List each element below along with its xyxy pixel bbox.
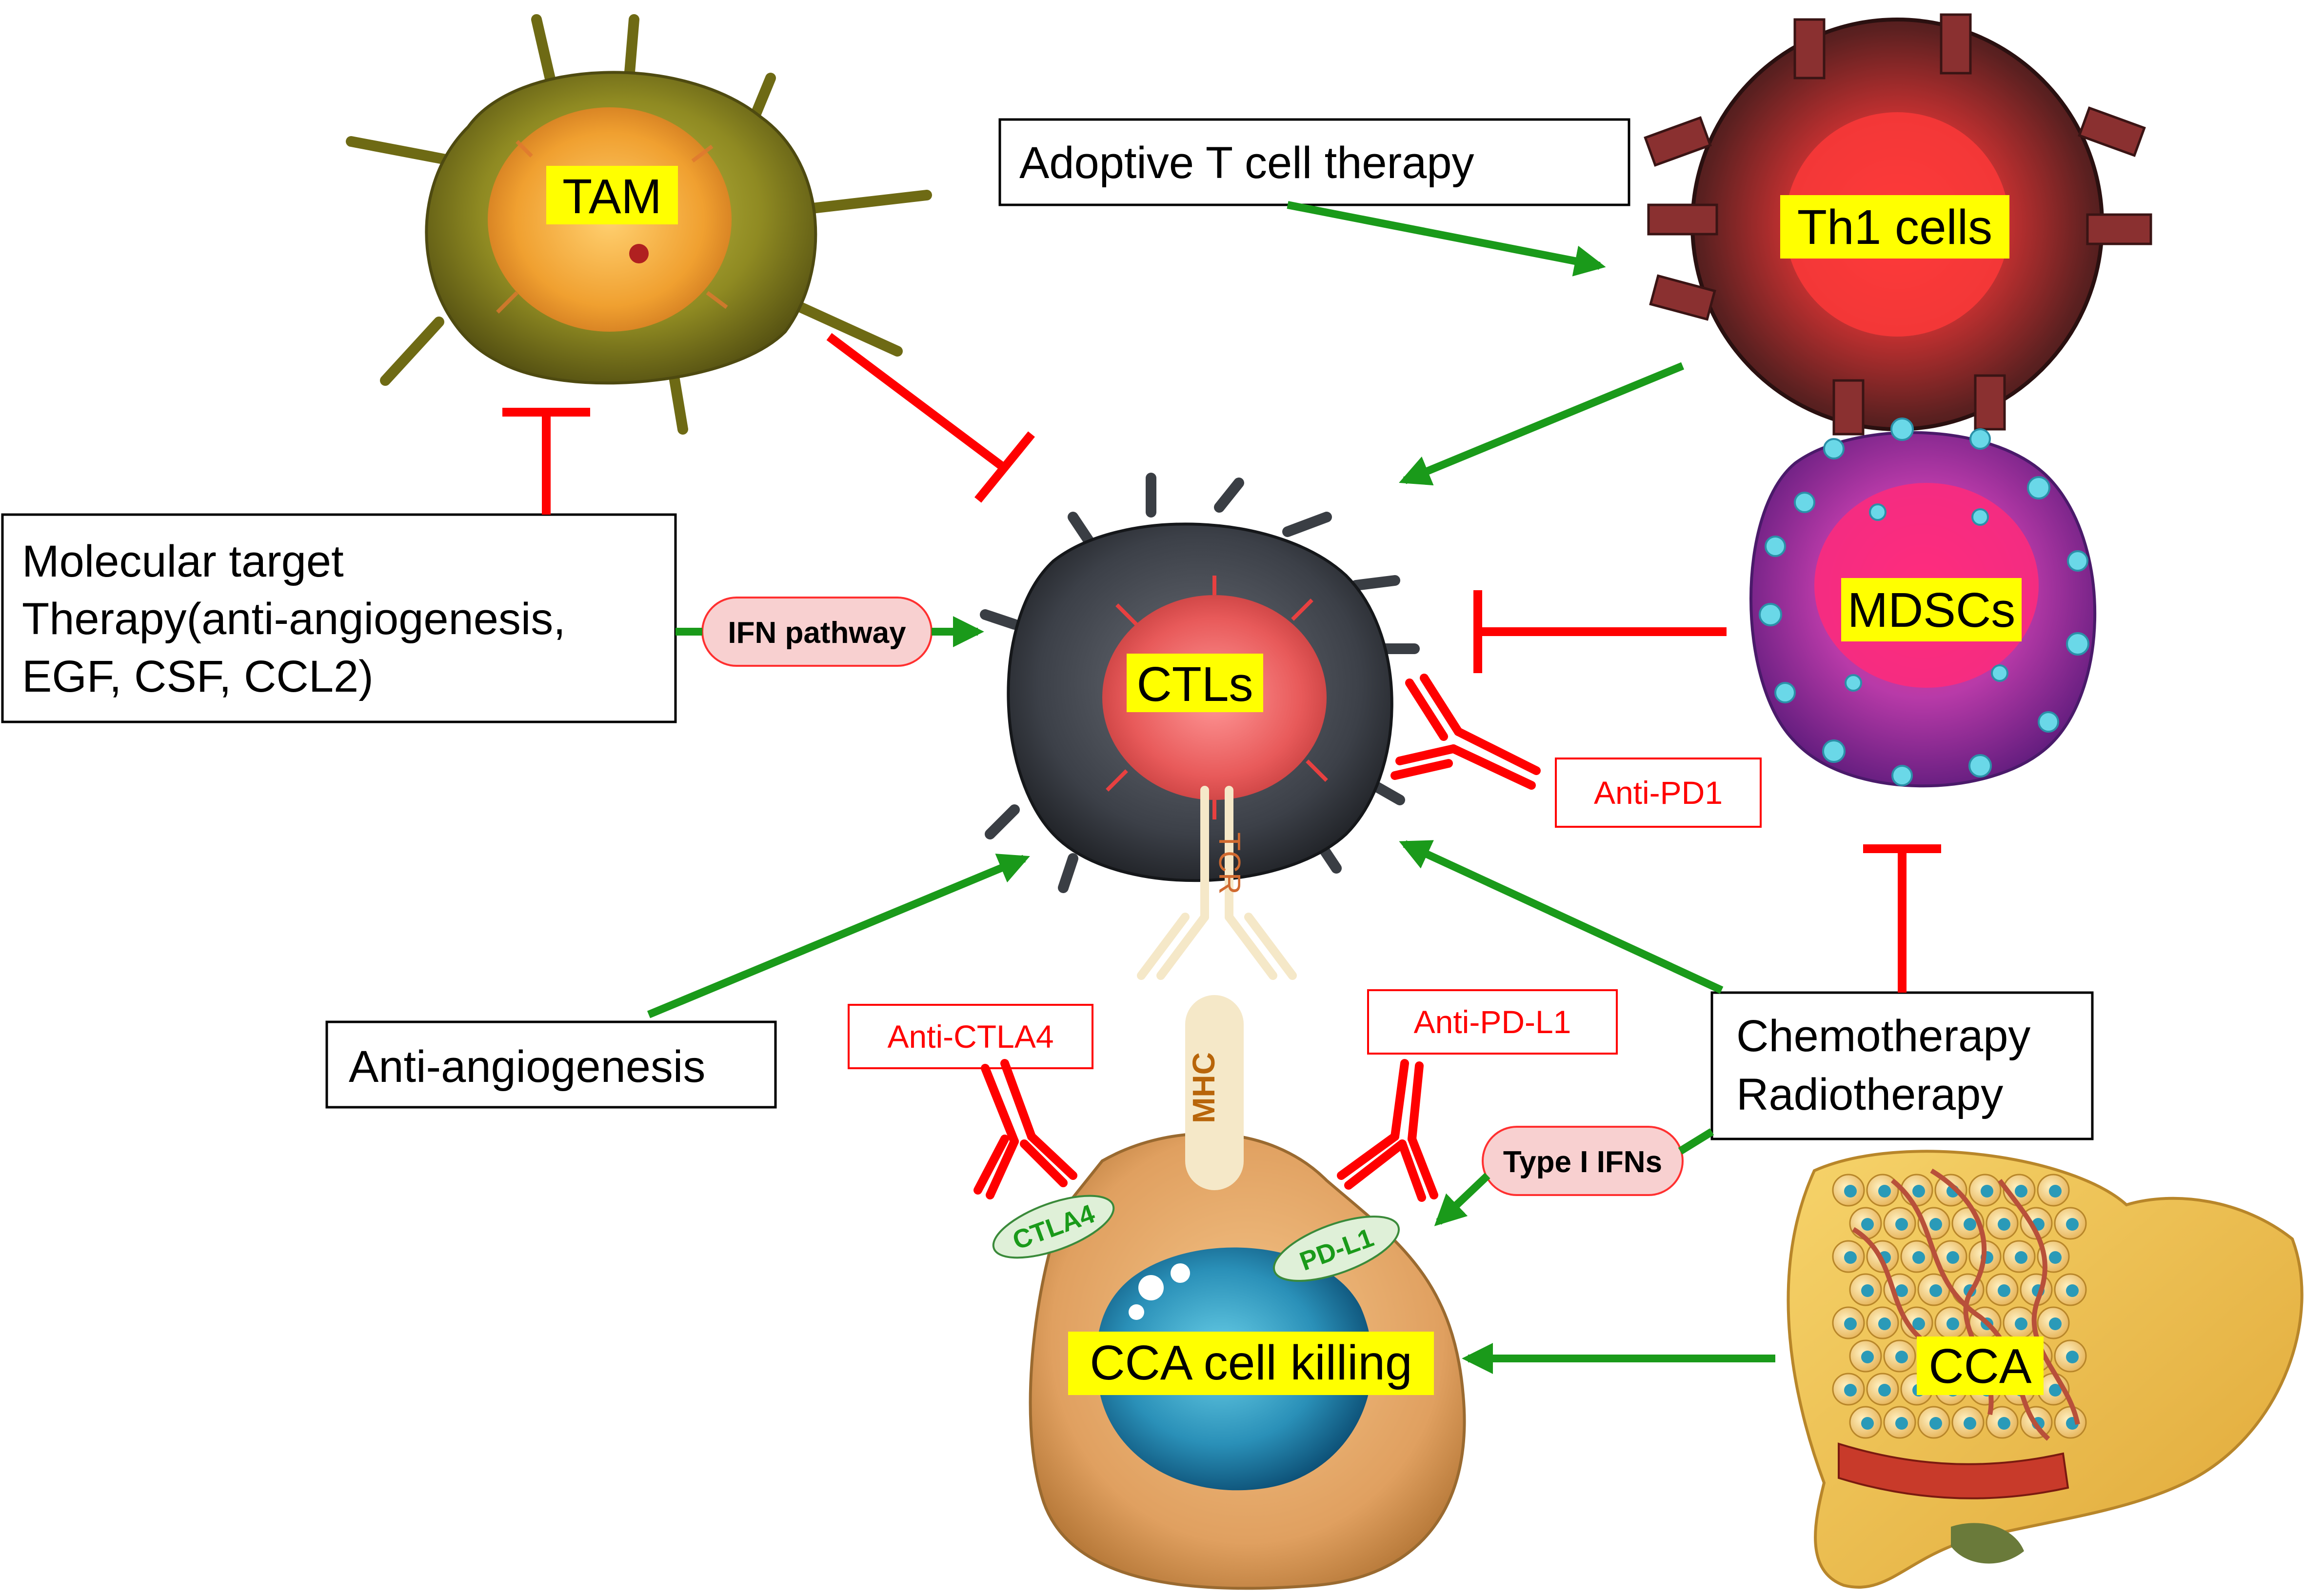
ctl-cell: CTLs	[980, 473, 1420, 893]
anti-ctla4-box: Anti-CTLA4	[848, 1004, 1093, 1069]
anti-angiogenesis-box: Anti-angiogenesis	[325, 1020, 777, 1109]
type1-ifns-label: Type I IFNs	[1503, 1145, 1662, 1179]
inhibit-mdscs-to-ctls	[1473, 590, 1727, 673]
molecular-therapy-box: Molecular target	[1, 513, 677, 723]
ifn-pathway-pill: IFN pathway	[701, 597, 933, 667]
cca-cell-label: CCA cell killing	[1090, 1336, 1412, 1390]
inhibit-chemo-to-mdscs	[1863, 844, 1941, 993]
tcr-label: TCR	[1212, 832, 1246, 894]
hepatocyte-nucleus	[2049, 1251, 2062, 1264]
hepatocyte-nucleus	[1929, 1284, 1942, 1297]
hepatocyte-nucleus	[1998, 1284, 2010, 1297]
hepatocyte-nucleus	[1844, 1185, 1857, 1197]
hepatocyte-nucleus	[1946, 1317, 1959, 1330]
arrow-type1-to-cca	[1434, 1173, 1490, 1226]
arrow-adoptive-to-th1	[1287, 201, 1606, 277]
hepatocyte-nucleus	[1844, 1317, 1857, 1330]
hepatocyte-nucleus	[1912, 1317, 1925, 1330]
th1-cell: Th1 cells	[1644, 13, 2152, 436]
hepatocyte-nucleus	[1895, 1218, 1908, 1231]
hepatocyte-nucleus	[1861, 1284, 1874, 1297]
hepatocyte-nucleus	[2015, 1317, 2027, 1330]
anti-angiogenesis-label: Anti-angiogenesis	[349, 1042, 705, 1092]
hepatocyte-nucleus	[1964, 1417, 1976, 1430]
arrow-th1-to-ctls	[1399, 362, 1685, 486]
anti-pd1-box: Anti-PD1	[1555, 758, 1762, 828]
hepatocyte-nucleus	[1878, 1384, 1891, 1396]
molecular-therapy-line3: EGF, CSF, CCL2)	[22, 652, 374, 701]
hepatocyte-nucleus	[2015, 1185, 2027, 1197]
hepatocyte-nucleus	[1861, 1218, 1874, 1231]
mdscs-label: MDSCs	[1847, 583, 2015, 638]
adoptive-therapy-label: Adoptive T cell therapy	[1019, 138, 1474, 188]
hepatocyte-nucleus	[1929, 1218, 1942, 1231]
hepatocyte-nucleus	[1844, 1251, 1857, 1264]
anti-pd1-antibody	[1390, 674, 1541, 790]
hepatocyte-nucleus	[1895, 1284, 1908, 1297]
tam-cell: TAM	[346, 14, 932, 435]
hepatocyte-nucleus	[1998, 1218, 2010, 1231]
radiotherapy-label: Radiotherapy	[1736, 1070, 2003, 1119]
ifn-pathway-label: IFN pathway	[728, 616, 906, 650]
anti-pd1-label: Anti-PD1	[1594, 775, 1723, 811]
hepatocyte-nucleus	[1964, 1218, 1976, 1231]
inhibit-tam-to-ctls	[826, 333, 1035, 503]
th1-label: Th1 cells	[1797, 200, 1992, 255]
hepatocyte-nucleus	[1895, 1417, 1908, 1430]
anti-pdl1-antibody	[1337, 1059, 1438, 1202]
chemotherapy-label: Chemotherapy	[1736, 1011, 2030, 1061]
cca-liver-label: CCA	[1928, 1339, 2031, 1394]
hepatocyte-nucleus	[2066, 1284, 2079, 1297]
hepatocyte-nucleus	[1929, 1417, 1942, 1430]
liver-cca: CCA	[1787, 1150, 2304, 1589]
hepatocyte-nucleus	[1861, 1351, 1874, 1363]
molecular-therapy-line2: Therapy(anti-angiogenesis,	[22, 594, 566, 644]
hepatocyte-nucleus	[1844, 1384, 1857, 1396]
adoptive-therapy-box: Adoptive T cell therapy	[998, 118, 1630, 206]
hepatocyte-nucleus	[1895, 1351, 1908, 1363]
hepatocyte-nucleus	[1946, 1251, 1959, 1264]
hepatocyte-nucleus	[1878, 1185, 1891, 1197]
molecular-therapy-line1: Molecular target	[22, 537, 344, 586]
anti-pdl1-label: Anti-PD-L1	[1414, 1004, 1571, 1040]
ctls-label: CTLs	[1137, 657, 1253, 712]
arrow-chemo-to-ctls	[1399, 840, 1724, 994]
tcr-receptor	[1137, 786, 1297, 980]
hepatocyte-nucleus	[2066, 1218, 2079, 1231]
chemo-radiotherapy-box: Chemotherapy Radiotherapy	[1710, 991, 2094, 1140]
hepatocyte-nucleus	[1912, 1251, 1925, 1264]
inhibit-molecular-to-tam	[502, 408, 590, 515]
tam-label: TAM	[562, 169, 662, 224]
hepatocyte-nucleus	[2049, 1185, 2062, 1197]
hepatocyte-nucleus	[2049, 1317, 2062, 1330]
hepatocyte-nucleus	[2066, 1351, 2079, 1363]
mhc-molecule: MHC	[1185, 995, 1244, 1190]
line-chemo-to-type1	[1678, 1128, 1714, 1155]
hepatocyte-nucleus	[1912, 1185, 1925, 1197]
anti-ctla4-label: Anti-CTLA4	[887, 1018, 1053, 1055]
hepatocyte-nucleus	[1998, 1417, 2010, 1430]
hepatocyte-nucleus	[1861, 1417, 1874, 1430]
anti-ctla4-antibody	[973, 1059, 1077, 1199]
hepatocyte-nucleus	[1981, 1185, 1993, 1197]
mdsc-cell: MDSCs	[1749, 418, 2097, 788]
hepatocyte-nucleus	[1878, 1317, 1891, 1330]
anti-pdl1-box: Anti-PD-L1	[1367, 989, 1618, 1055]
hepatocyte-nucleus	[2015, 1251, 2027, 1264]
arrow-antiangio-to-ctls	[647, 854, 1030, 1018]
type1-ifns-pill: Type I IFNs	[1482, 1126, 1684, 1196]
mhc-label: MHC	[1186, 1052, 1221, 1123]
hepatocyte-nucleus	[2049, 1384, 2062, 1396]
